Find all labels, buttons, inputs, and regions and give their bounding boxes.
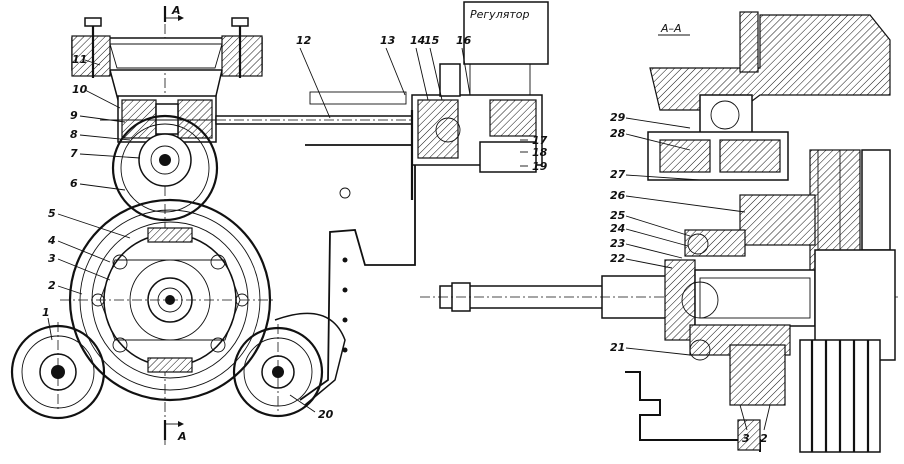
lower-blades [799, 339, 881, 453]
callout-15: 15 [424, 34, 440, 47]
callout-24: 24 [610, 222, 625, 235]
left-roller [10, 322, 106, 420]
callout-23: 23 [610, 237, 626, 250]
callout-10: 10 [72, 83, 88, 96]
callouts: 11 10 9 8 7 6 5 4 3 2 1 20 12 13 14 15 1… [42, 34, 771, 445]
left-view: А А [10, 1, 549, 445]
regulator-label: Регулятор [470, 8, 529, 21]
callout-22: 22 [610, 252, 626, 265]
callout-4: 4 [47, 234, 56, 247]
section-view: А–А [420, 11, 900, 453]
main-drum [60, 198, 275, 402]
callout-1: 1 [42, 306, 50, 319]
right-roller [232, 324, 324, 418]
callout-8: 8 [70, 128, 78, 141]
upper-pulley [111, 114, 219, 222]
callout-27: 27 [610, 168, 626, 181]
section-mark-top: А [171, 4, 181, 17]
callout-18: 18 [532, 146, 548, 159]
callout-28: 28 [610, 127, 626, 140]
regulator-assembly: Регулятор [410, 1, 549, 200]
callout-section-3: 3 [742, 432, 750, 445]
callout-12: 12 [296, 34, 312, 47]
callout-16: 16 [456, 34, 472, 47]
callout-7: 7 [70, 147, 78, 160]
callout-6: 6 [70, 177, 78, 190]
section-mark-bottom: А [177, 430, 187, 443]
callout-11: 11 [72, 53, 87, 66]
callout-17: 17 [532, 134, 548, 147]
callout-14: 14 [410, 34, 425, 47]
callout-section-2: 2 [760, 432, 768, 445]
callout-9: 9 [70, 109, 78, 122]
section-title: А–А [660, 22, 682, 35]
callout-20: 20 [318, 408, 334, 421]
callout-21: 21 [610, 341, 625, 354]
top-frame [71, 17, 263, 101]
callout-2: 2 [48, 279, 56, 292]
callout-3: 3 [48, 252, 56, 265]
side-bracket [274, 144, 416, 406]
callout-26: 26 [610, 189, 626, 202]
callout-13: 13 [380, 34, 396, 47]
callout-5: 5 [48, 207, 56, 220]
callout-25: 25 [610, 209, 626, 222]
callout-29: 29 [610, 111, 626, 124]
callout-19: 19 [532, 160, 548, 173]
drive-shaft [215, 91, 417, 125]
